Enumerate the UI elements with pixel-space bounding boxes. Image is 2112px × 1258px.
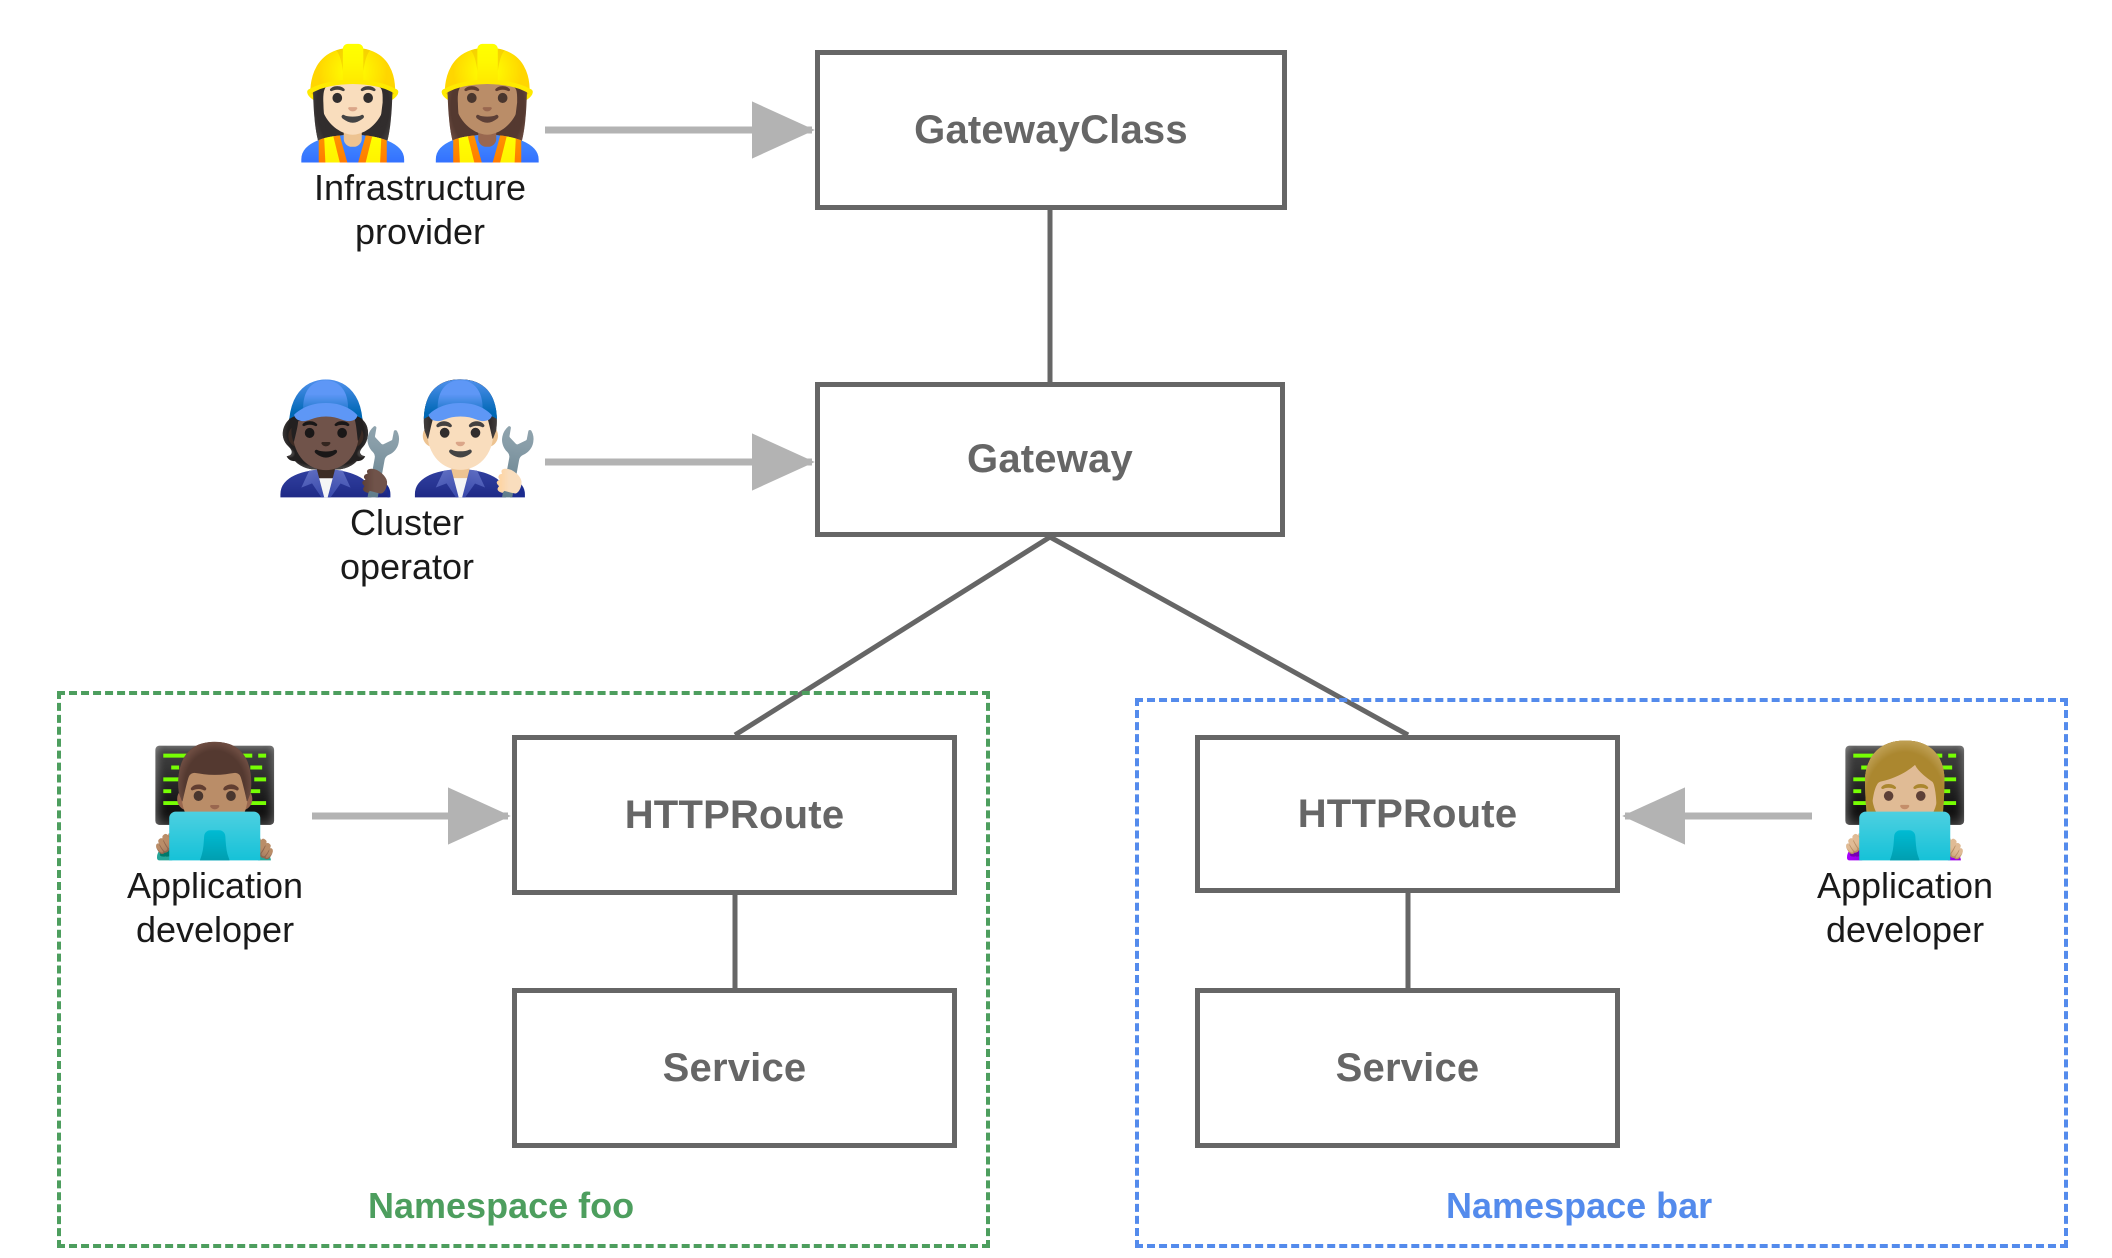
resource-box-gateway: Gateway [815, 382, 1285, 537]
namespace-boundary-foo [57, 691, 990, 1248]
mechanic-dark-skin-icon: 🧑🏿‍🔧👨🏻‍🔧 [272, 376, 542, 501]
man-technologist-medium-skin-icon: 👨🏽‍💻 [147, 739, 283, 864]
resource-label-httproute-foo: HTTPRoute [624, 792, 845, 837]
woman-construction-worker-light-skin-icon: 👷🏻‍♀️👷🏽‍♀️ [285, 41, 555, 166]
actor-application-developer-bar: 👩🏼‍💻Application developer [1790, 748, 2020, 952]
resource-label-service-bar: Service [1335, 1045, 1480, 1090]
link-gateway-httproute-foo [733, 534, 1052, 738]
link-gateway-httproute-bar [1048, 534, 1410, 738]
resource-box-httproute-foo: HTTPRoute [512, 735, 957, 895]
resource-box-service-foo: Service [512, 988, 957, 1148]
actor-application-developer-foo: 👨🏽‍💻Application developer [100, 748, 330, 952]
actor-infrastructure-provider: 👷🏻‍♀️👷🏽‍♀️Infrastructure provider [275, 50, 565, 254]
resource-label-gatewayclass: GatewayClass [914, 107, 1188, 152]
actor-caption-cluster-operator: Cluster operator [339, 502, 475, 587]
actor-caption-application-developer-foo: Application developer [126, 865, 304, 950]
actor-cluster-operator: 🧑🏿‍🔧👨🏻‍🔧Cluster operator [262, 385, 552, 589]
resource-label-httproute-bar: HTTPRoute [1297, 791, 1518, 836]
resource-box-service-bar: Service [1195, 988, 1620, 1148]
namespace-boundary-bar [1135, 698, 2068, 1248]
woman-technologist-light-skin-icon: 👩🏼‍💻 [1837, 739, 1973, 864]
actor-caption-application-developer-bar: Application developer [1816, 865, 1994, 950]
resource-label-gateway: Gateway [967, 437, 1133, 481]
namespace-label-foo: Namespace foo [368, 1185, 635, 1226]
resource-box-httproute-bar: HTTPRoute [1195, 735, 1620, 893]
actor-arrows [312, 101, 1812, 845]
hierarchy-connectors [732, 210, 1411, 988]
resource-label-service-foo: Service [662, 1045, 807, 1090]
actor-caption-infrastructure-provider: Infrastructure provider [313, 167, 527, 252]
namespace-label-bar: Namespace bar [1446, 1185, 1713, 1226]
resource-box-gatewayclass: GatewayClass [815, 50, 1287, 210]
